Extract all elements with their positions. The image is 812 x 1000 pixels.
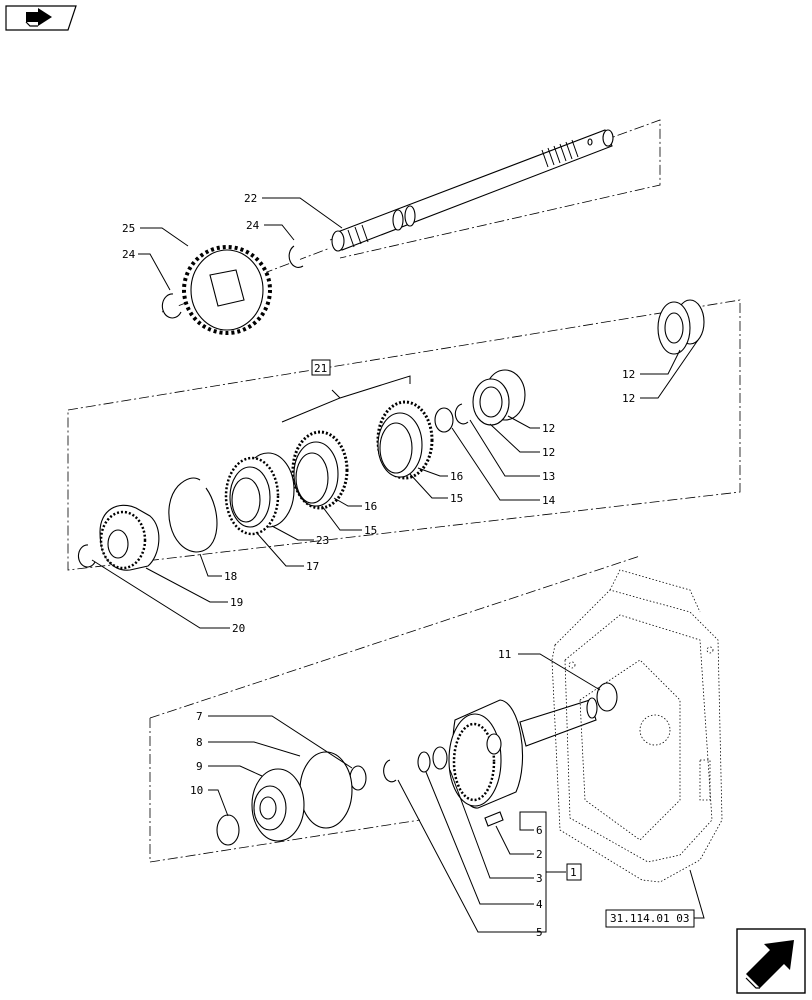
callout-14: 14 [542, 494, 556, 507]
main-shaft [331, 129, 614, 252]
callout-1-box [566, 863, 582, 881]
callout-11: 11 [498, 648, 511, 661]
snap-ring-18 [168, 477, 218, 553]
circlip-24-b [288, 245, 304, 268]
callout-20: 20 [232, 622, 245, 635]
callout-21: 21 [314, 362, 327, 375]
washer-10 [216, 814, 240, 846]
callout-6: 6 [536, 824, 543, 837]
piston-9 [251, 768, 305, 842]
circlip-24-a [161, 293, 182, 319]
callout-24-right: 24 [246, 219, 260, 232]
callout-15-left: 15 [364, 524, 377, 537]
circlip-20 [77, 544, 96, 568]
callout-19: 19 [230, 596, 243, 609]
callout-5: 5 [536, 926, 543, 939]
group-bracket-21 [281, 375, 411, 423]
callout-12-top-a: 12 [622, 368, 635, 381]
callout-23: 23 [316, 534, 329, 547]
book-arrow-icon[interactable] [4, 4, 78, 32]
leader-lines [91, 197, 705, 933]
reference-box [605, 909, 695, 928]
callout-18: 18 [224, 570, 237, 583]
circlip-13 [454, 403, 469, 425]
callout-13: 13 [542, 470, 555, 483]
callout-25: 25 [122, 222, 135, 235]
clutch-pack-right [376, 400, 434, 480]
callout-15-right: 15 [450, 492, 463, 505]
clutch-drum [448, 697, 598, 827]
group-boundaries [67, 119, 741, 863]
callout-17: 17 [306, 560, 319, 573]
callout-12-a: 12 [542, 422, 555, 435]
callout-12-top-b: 12 [622, 392, 635, 405]
callout-7: 7 [196, 710, 203, 723]
callout-8: 8 [196, 736, 203, 749]
ring-4 [417, 751, 431, 773]
callout-16-left: 16 [364, 500, 377, 513]
callout-4: 4 [536, 898, 543, 911]
callout-12-b: 12 [542, 446, 555, 459]
callout-1: 1 [570, 866, 577, 879]
gear-25 [182, 245, 272, 335]
circlip-5 [383, 759, 397, 783]
bearing-12-upper [657, 299, 705, 355]
callout-labels: 22 24 25 24 21 12 12 12 12 13 14 16 15 1… [122, 192, 695, 939]
reference-code: 31.114.01 03 [610, 912, 689, 925]
callout-3: 3 [536, 872, 543, 885]
splined-gear-19 [99, 504, 160, 571]
callout-10: 10 [190, 784, 203, 797]
ring-11 [596, 682, 618, 712]
washer-14 [434, 407, 454, 433]
next-page-arrow-icon[interactable] [736, 928, 806, 994]
callout-24-left: 24 [122, 248, 136, 261]
callout-2: 2 [536, 848, 543, 861]
bearing-12-lower [472, 369, 526, 426]
hub-17-23 [224, 452, 295, 536]
callout-22: 22 [244, 192, 257, 205]
callout-21-box [311, 359, 331, 376]
bearing-3 [432, 746, 448, 770]
callout-9: 9 [196, 760, 203, 773]
callout-16-right: 16 [450, 470, 463, 483]
clutch-pack-left [291, 430, 349, 510]
transmission-housing [551, 569, 723, 883]
